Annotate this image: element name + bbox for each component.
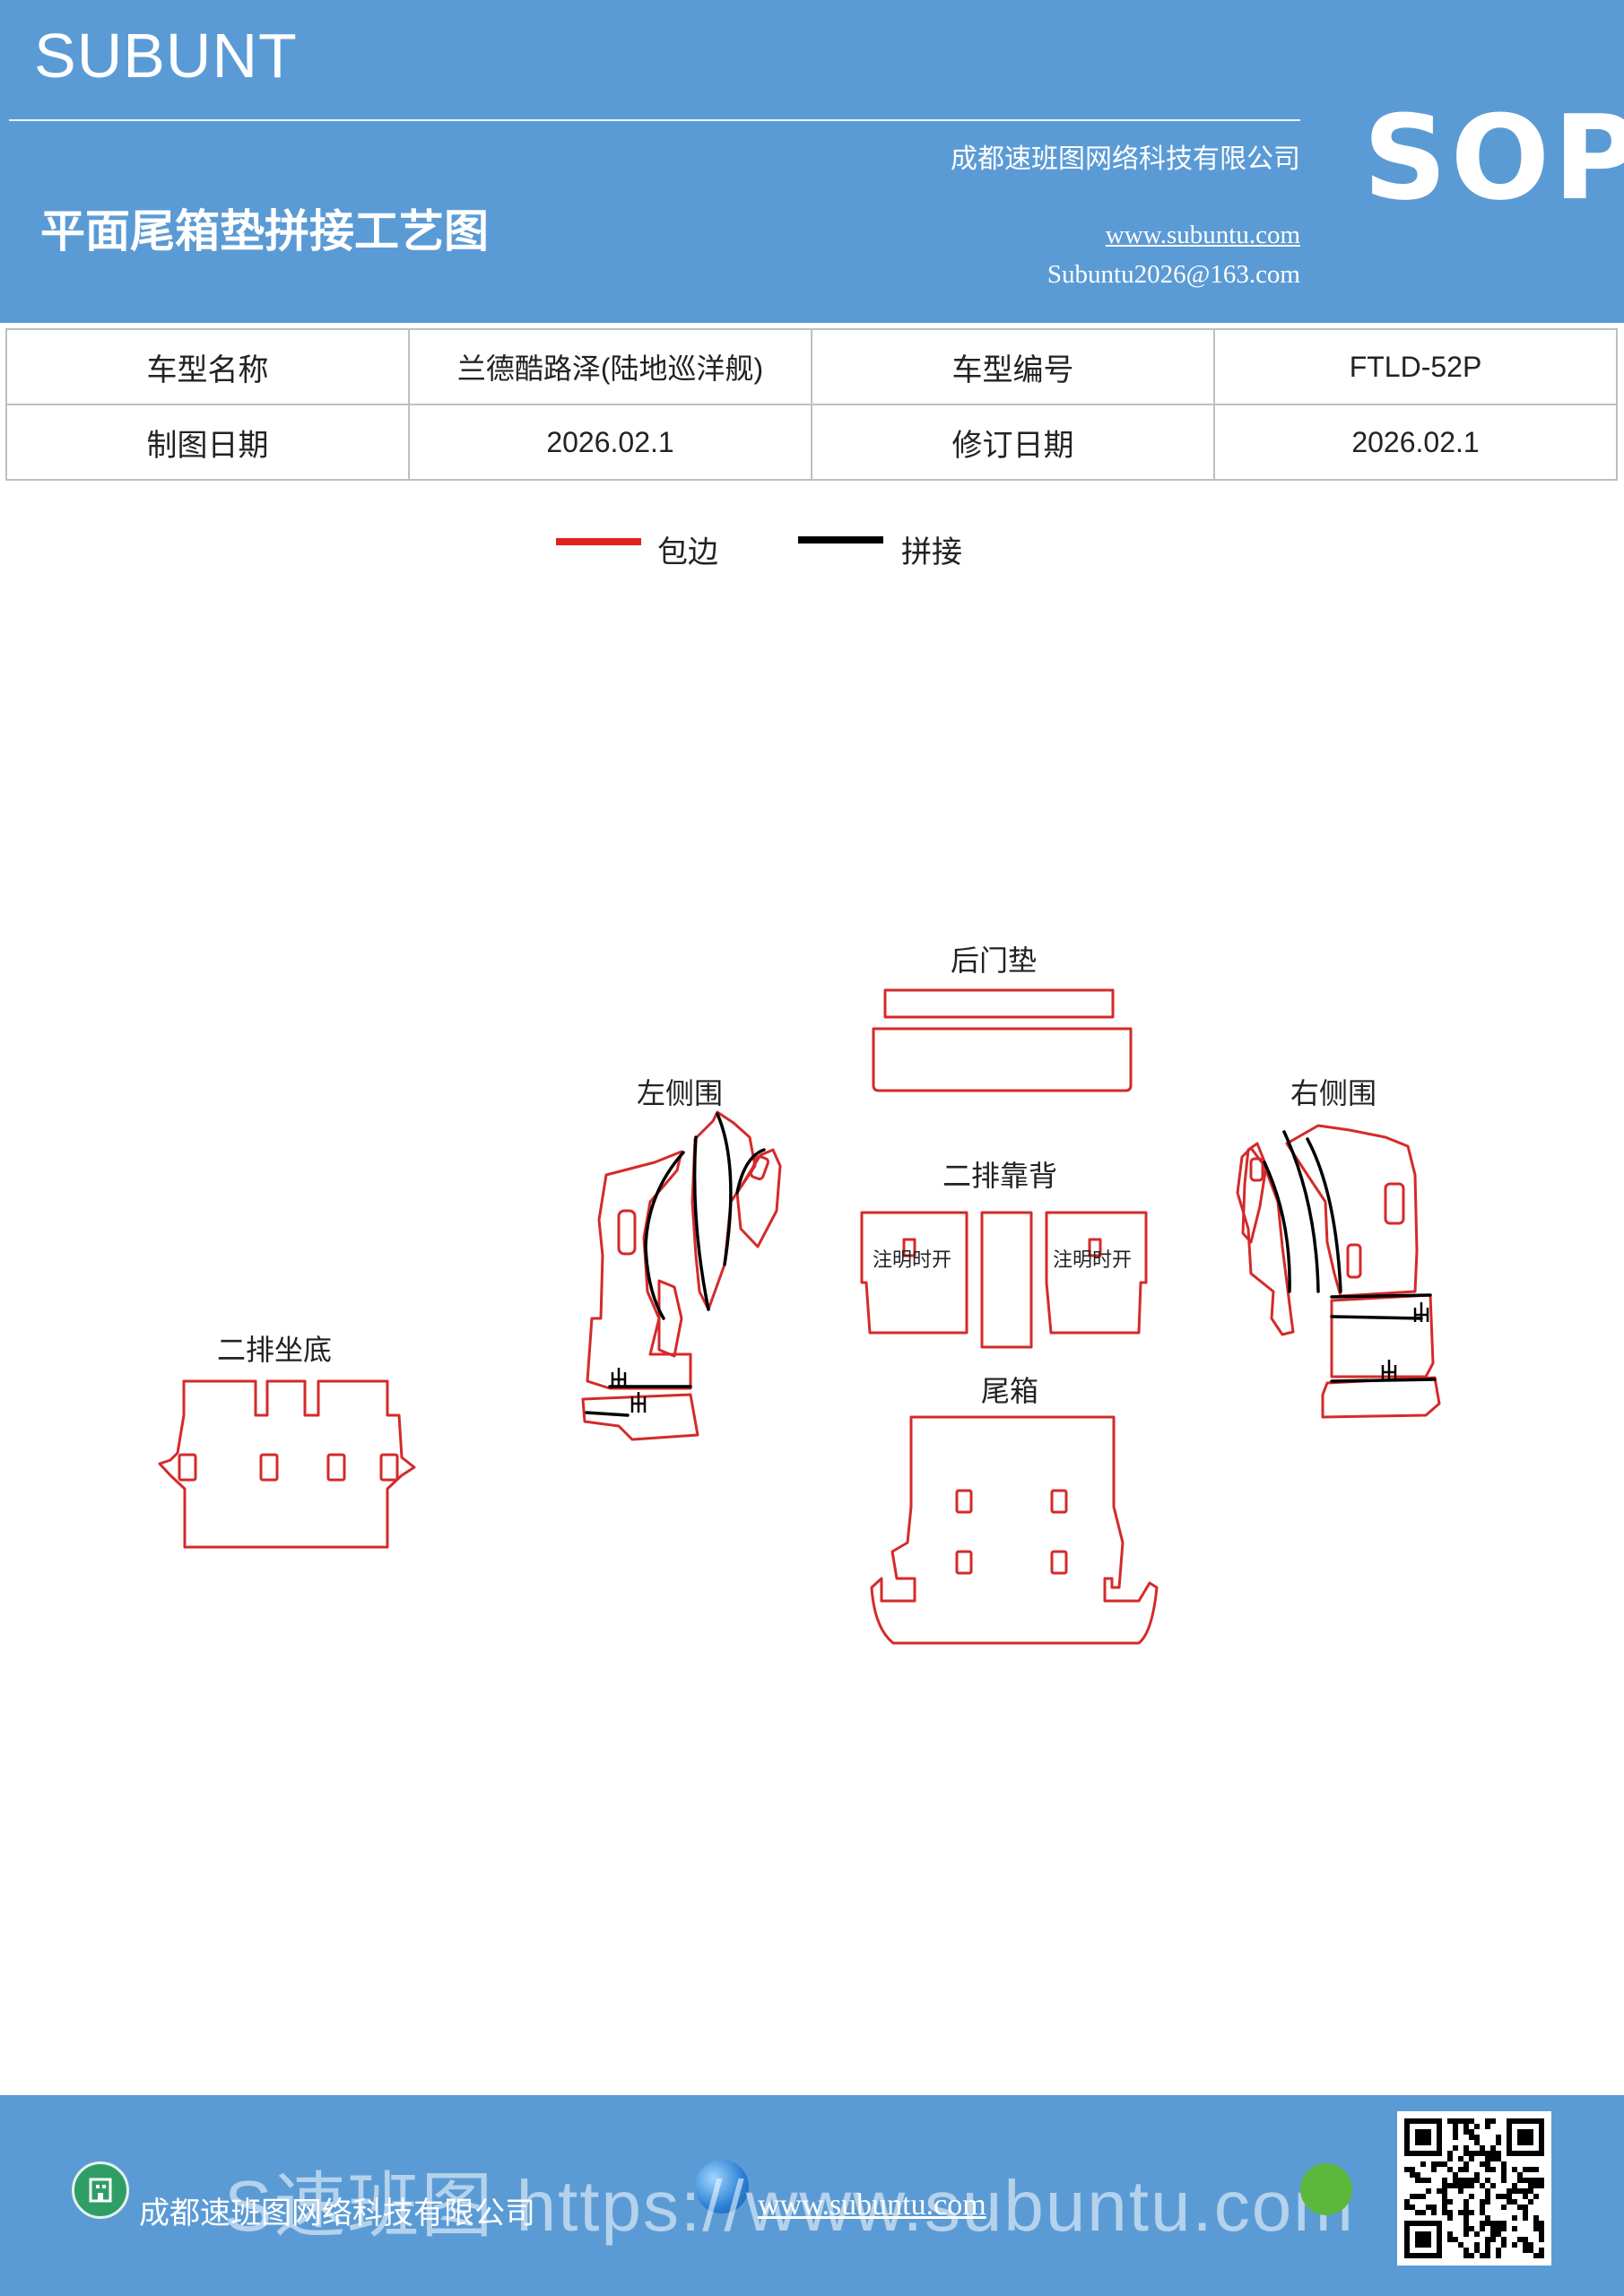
splice-line	[644, 1151, 685, 1320]
label-second-row-back: 二排靠背	[942, 1159, 1057, 1193]
table-cell-label: 车型编号	[811, 328, 1215, 405]
vehicle-info-table: 车型名称 兰德酷路泽(陆地巡洋舰) 车型编号 FTLD-52P 制图日期 202…	[5, 328, 1618, 481]
legend-label-edging: 包边	[657, 535, 718, 570]
table-cell-label: 制图日期	[5, 404, 410, 481]
cutout-shape	[259, 1453, 279, 1482]
rear-door-strip-shape	[883, 988, 1115, 1019]
second-row-base-shape	[158, 1379, 416, 1549]
right-side-strip-shape	[1236, 1146, 1295, 1336]
label-second-row-base: 二排坐底	[217, 1333, 332, 1367]
cutout-shape	[749, 1154, 770, 1181]
label-rear-door: 后门垫	[951, 944, 1037, 978]
globe-icon	[695, 2160, 749, 2213]
header-email: Subuntu2026@163.com	[1046, 260, 1300, 289]
splice-line	[585, 1411, 630, 1417]
note-open-right: 注明时开	[1053, 1249, 1132, 1272]
header-website-link[interactable]: www.subuntu.com	[1105, 221, 1300, 249]
splice-mark	[630, 1392, 647, 1413]
table-row: 车型名称 兰德酷路泽(陆地巡洋舰) 车型编号 FTLD-52P	[5, 328, 1618, 405]
note-open-left: 注明时开	[873, 1249, 951, 1272]
table-row: 制图日期 2026.02.1 修订日期 2026.02.1	[5, 404, 1618, 481]
legend-label-splice: 拼接	[901, 535, 962, 570]
cutout-shape	[1249, 1157, 1264, 1182]
building-icon-glyph	[89, 2178, 112, 2203]
table-cell-label: 修订日期	[811, 404, 1215, 481]
qr-code	[1397, 2111, 1551, 2266]
cutout-shape	[617, 1209, 637, 1256]
table-cell-value: 2026.02.1	[1213, 404, 1618, 481]
table-cell-value: FTLD-52P	[1213, 328, 1618, 405]
splice-mark	[1381, 1360, 1397, 1381]
cutout-shape	[955, 1489, 973, 1514]
splice-mark	[611, 1368, 627, 1387]
cutout-shape	[955, 1550, 973, 1575]
cutout-shape	[1346, 1243, 1362, 1279]
table-cell-label: 车型名称	[5, 328, 410, 405]
right-side-panel-shape	[1285, 1124, 1419, 1298]
document-title: 平面尾箱垫拼接工艺图	[40, 205, 489, 257]
splice-line	[1330, 1293, 1432, 1299]
second-row-back-right-shape	[1045, 1211, 1148, 1335]
right-side-small-shape	[1241, 1142, 1268, 1244]
footer-banner	[0, 2095, 1624, 2296]
right-side-bottom-shape	[1321, 1376, 1441, 1419]
footer-website-link[interactable]: www.subuntu.com	[758, 2188, 986, 2222]
wechat-icon	[1300, 2163, 1352, 2215]
cutout-shape	[1050, 1489, 1068, 1514]
left-side-small-shape	[735, 1148, 782, 1248]
cutout-shape	[1050, 1550, 1068, 1575]
right-side-lower-shape	[1330, 1293, 1435, 1378]
splice-line	[1306, 1137, 1342, 1293]
legend-swatch-edging	[556, 538, 641, 545]
splice-line	[1263, 1161, 1291, 1293]
splice-mark	[1413, 1302, 1429, 1322]
label-left-side: 左侧围	[637, 1076, 723, 1110]
splice-line	[735, 1148, 766, 1195]
cutout-shape	[657, 1279, 683, 1358]
splice-line	[692, 1135, 710, 1311]
footer-watermark: S速班图 https://www.subuntu.com	[224, 2166, 1355, 2246]
splice-line	[1330, 1315, 1423, 1320]
label-right-side: 右侧围	[1290, 1076, 1376, 1110]
cutout-shape	[902, 1238, 916, 1257]
left-side-bottom-shape	[581, 1393, 699, 1441]
sop-badge: SOP	[1363, 90, 1624, 226]
splice-line	[1282, 1130, 1320, 1293]
footer-company: 成都速班图网络科技有限公司	[139, 2196, 535, 2231]
brand-logo-text: SUBUNT	[34, 21, 298, 91]
header-banner	[0, 0, 1624, 323]
header-divider	[9, 119, 1300, 121]
qr-code-pattern	[1404, 2118, 1544, 2258]
table-cell-value: 兰德酷路泽(陆地巡洋舰)	[408, 328, 812, 405]
cutout-shape	[178, 1453, 197, 1482]
label-trunk: 尾箱	[981, 1374, 1038, 1408]
cutout-shape	[326, 1453, 346, 1482]
legend-swatch-splice	[798, 536, 883, 544]
rear-door-mat-shape	[872, 1027, 1133, 1092]
cutout-shape	[1384, 1182, 1405, 1225]
header-company: 成都速班图网络科技有限公司	[951, 144, 1300, 175]
building-icon	[72, 2161, 129, 2219]
cutout-shape	[379, 1453, 399, 1482]
second-row-back-center-shape	[980, 1211, 1033, 1349]
cutout-shape	[1088, 1238, 1102, 1257]
trunk-mat-shape	[870, 1415, 1159, 1645]
second-row-back-left-shape	[860, 1211, 968, 1335]
table-cell-value: 2026.02.1	[408, 404, 812, 481]
splice-line	[716, 1112, 733, 1266]
